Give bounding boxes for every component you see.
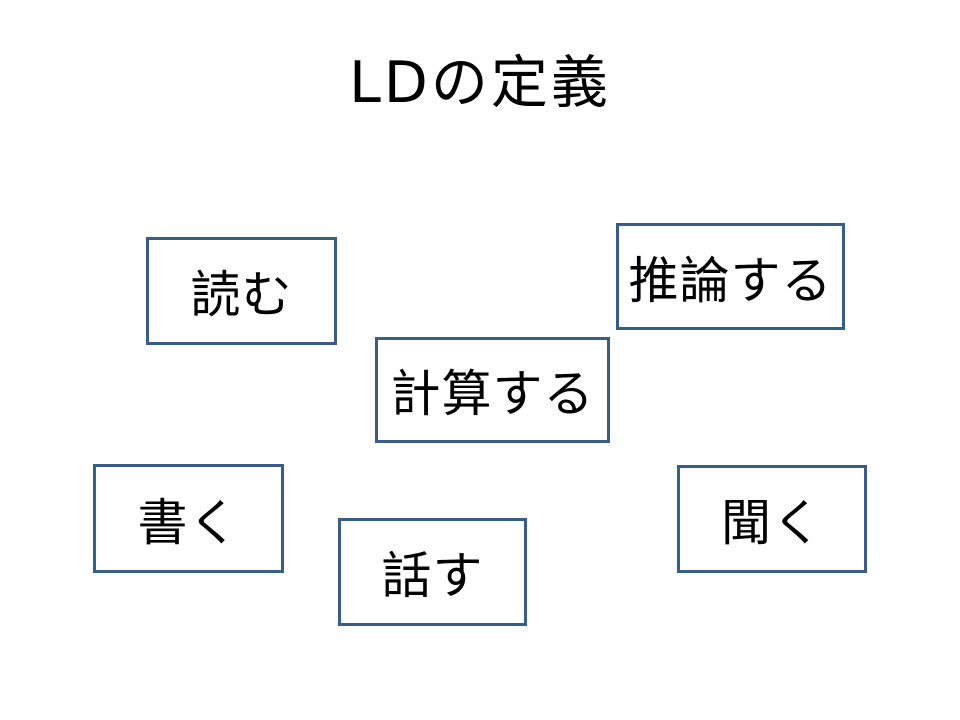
concept-box-speak: 話す [338, 518, 527, 626]
concept-box-write-label: 書く [137, 493, 240, 552]
concept-box-listen-label: 聞く [721, 494, 823, 552]
concept-box-listen: 聞く [677, 465, 867, 573]
concept-box-write: 書く [93, 464, 284, 573]
concept-box-reason-label: 推論する [628, 251, 833, 310]
concept-box-speak-label: 話す [381, 547, 484, 605]
concept-box-reason: 推論する [616, 223, 845, 330]
concept-box-read: 読む [146, 237, 337, 345]
concept-box-calculate-label: 計算する [390, 365, 595, 423]
concept-box-calculate: 計算する [375, 337, 610, 443]
concept-box-read-label: 読む [190, 266, 293, 324]
slide-title: LDの定義 [349, 50, 611, 116]
